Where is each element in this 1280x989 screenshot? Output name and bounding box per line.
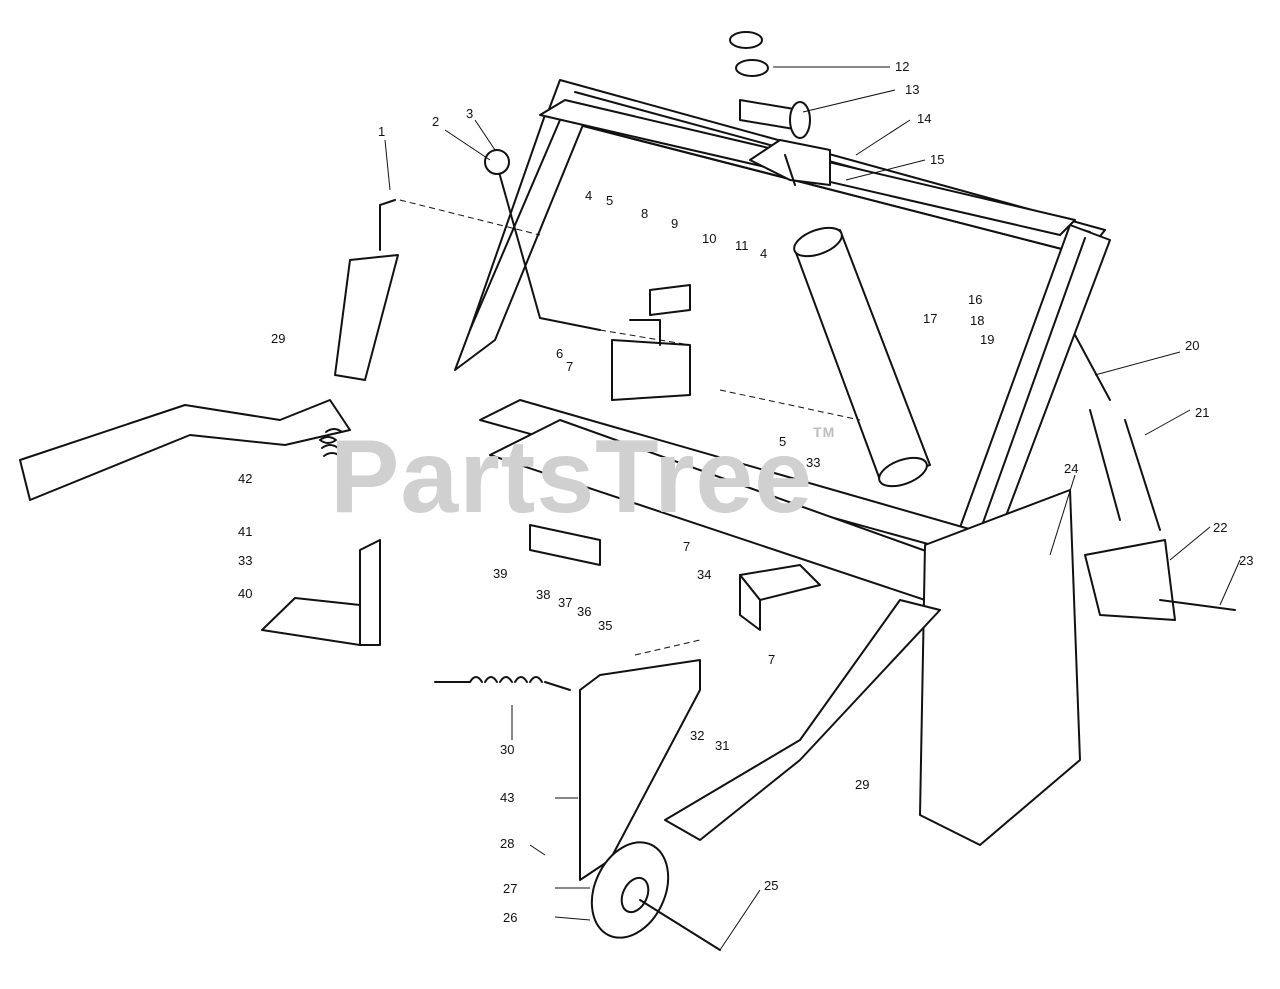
callout-35: 35 (598, 618, 612, 633)
switch-9 (649, 284, 691, 316)
callout-39: 39 (493, 566, 507, 581)
callout-2: 2 (432, 114, 439, 129)
bracket-22 (1084, 539, 1236, 621)
left-arm (19, 399, 351, 501)
callout-16: 16 (968, 292, 982, 307)
callout-43: 43 (500, 790, 514, 805)
watermark-text: PartsTree (330, 419, 814, 535)
bracket-8 (611, 319, 691, 401)
callout-29a: 29 (271, 331, 285, 346)
callout-10: 10 (702, 231, 716, 246)
callout-23: 23 (1239, 553, 1253, 568)
lower-arm (579, 599, 941, 881)
callout-20: 20 (1185, 338, 1199, 353)
callout-9: 9 (671, 216, 678, 231)
callout-5b: 5 (779, 434, 786, 449)
callout-33a: 33 (238, 553, 252, 568)
callout-34: 34 (697, 567, 711, 582)
callout-4b: 4 (760, 246, 767, 261)
partstree-watermark: PartsTreeTM (330, 425, 835, 529)
spring-bracket (749, 139, 831, 186)
callout-5a: 5 (606, 193, 613, 208)
callout-32: 32 (690, 728, 704, 743)
callout-12: 12 (895, 59, 909, 74)
callout-7c: 7 (768, 652, 775, 667)
leader-lines (384, 66, 1241, 951)
callout-11: 11 (735, 238, 749, 253)
callout-4a: 4 (585, 188, 592, 203)
callout-13: 13 (905, 82, 919, 97)
callout-17: 17 (923, 311, 937, 326)
callout-7a: 7 (566, 359, 573, 374)
callout-27: 27 (503, 881, 517, 896)
left-bracket-plate (334, 254, 399, 381)
idler-pulley-26 (590, 841, 721, 951)
callout-8: 8 (641, 206, 648, 221)
spring-42 (319, 428, 343, 457)
callout-41: 41 (238, 524, 252, 539)
callout-1: 1 (378, 124, 385, 139)
right-side-plate (919, 489, 1081, 846)
callout-42: 42 (238, 471, 252, 486)
bracket-34 (739, 564, 821, 631)
pin-39 (529, 524, 601, 566)
callout-3: 3 (466, 106, 473, 121)
callout-26: 26 (503, 910, 517, 925)
springs-20-21 (1074, 334, 1161, 531)
callout-19: 19 (980, 332, 994, 347)
callout-38: 38 (536, 587, 550, 602)
watermark-trademark: TM (813, 424, 836, 440)
callout-24: 24 (1064, 461, 1078, 476)
callout-18: 18 (970, 313, 984, 328)
callout-30: 30 (500, 742, 514, 757)
callout-37: 37 (558, 595, 572, 610)
callout-14: 14 (917, 111, 931, 126)
pivot-pin-13 (729, 31, 811, 139)
callout-33b: 33 (806, 455, 820, 470)
callout-labels: 1 2 3 4 5 8 9 10 11 4 12 13 14 15 16 17 … (238, 59, 1253, 925)
callout-22: 22 (1213, 520, 1227, 535)
callout-31: 31 (715, 738, 729, 753)
frame-left-upright (454, 114, 586, 371)
callout-21: 21 (1195, 405, 1209, 420)
callout-25: 25 (764, 878, 778, 893)
callout-28: 28 (500, 836, 514, 851)
lift-cylinder-18 (793, 226, 931, 488)
callout-6: 6 (556, 346, 563, 361)
lift-lever-2 (484, 149, 601, 331)
callout-15: 15 (930, 152, 944, 167)
bracket-40 (261, 539, 381, 646)
alignment-lines (399, 199, 861, 656)
rod-1 (379, 199, 396, 251)
callout-29b: 29 (855, 777, 869, 792)
callout-40: 40 (238, 586, 252, 601)
extension-spring-30 (434, 676, 571, 691)
callout-7b: 7 (683, 539, 690, 554)
callout-36: 36 (577, 604, 591, 619)
